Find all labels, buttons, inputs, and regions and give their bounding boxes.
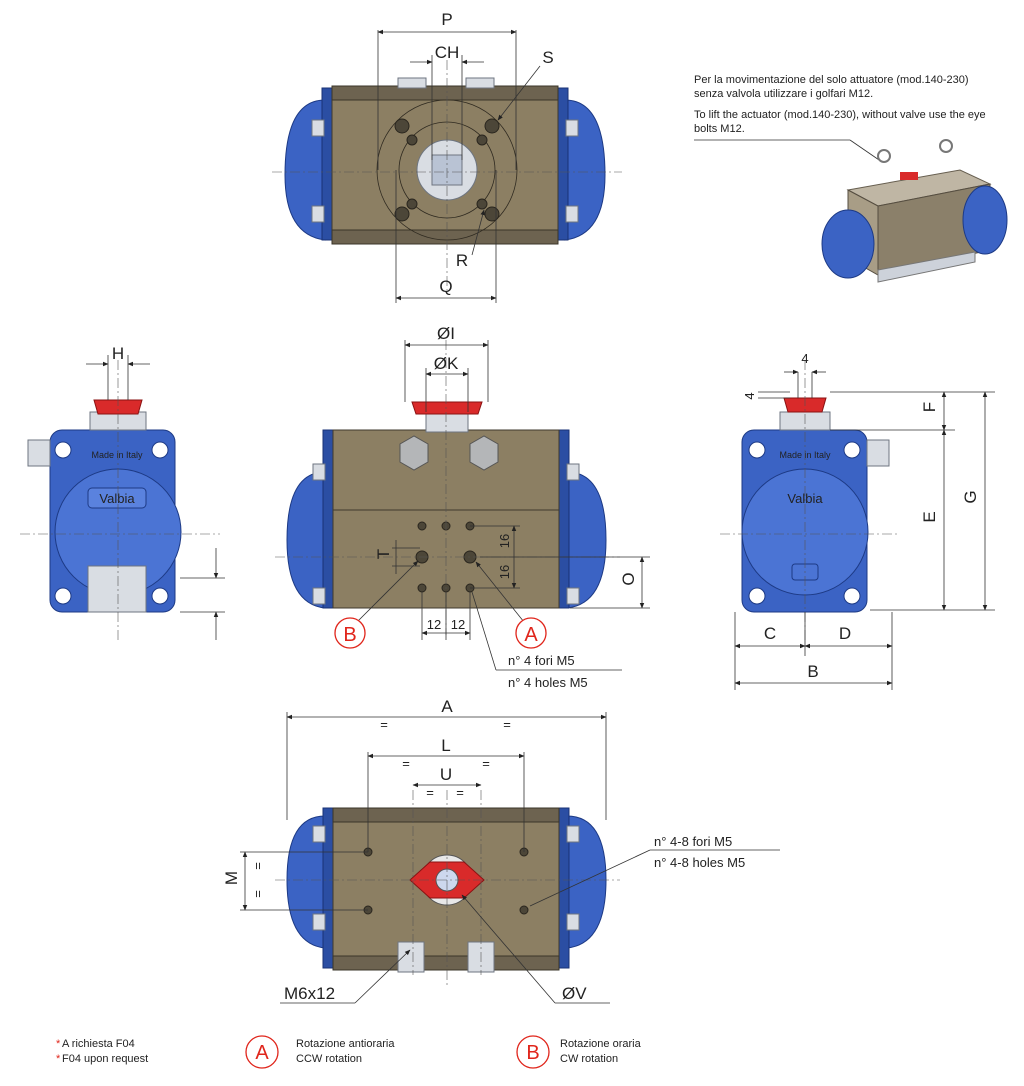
dim-4-top: 4 <box>801 351 808 366</box>
dim-b: B <box>807 662 818 681</box>
dim-m6x12: M6x12 <box>284 984 335 1003</box>
note-en-line-1: To lift the actuator (mod.140-230), with… <box>694 109 986 121</box>
bottom-view: A = = L = = U = = M = = n° 4-8 fori M5 n… <box>222 697 780 1004</box>
legend-a-it: Rotazione antioraria <box>296 1038 395 1050</box>
front-view: ØI ØK T 16 16 O 12 12 n° 4 fori M5 n° 4 … <box>275 324 650 690</box>
dim-i: ØI <box>437 324 455 343</box>
dim-p: P <box>441 10 452 29</box>
left-brand: Valbia <box>99 491 135 506</box>
top-view: P CH S R Q <box>272 10 622 303</box>
note-it-line-2: senza valvola utilizzare i golfari M12. <box>694 88 873 100</box>
dim-c: C <box>764 624 776 643</box>
actuator-3d-illustration <box>821 139 1008 283</box>
left-side-view: Valbia Made in Italy H <box>20 344 225 640</box>
note-it-line-1: Per la movimentazione del solo attuatore… <box>694 74 969 86</box>
eq-u-left: = <box>426 785 434 800</box>
dim-r: R <box>456 251 468 270</box>
dim-o: O <box>619 572 638 585</box>
dim-f: F <box>920 402 939 412</box>
legend-a-en: CCW rotation <box>296 1053 362 1065</box>
dim-h: H <box>112 344 124 363</box>
lifting-note: Per la movimentazione del solo attuatore… <box>694 74 986 163</box>
right-side-view: Valbia Made in Italy 4 4 F E G <box>720 351 995 690</box>
eq-m-upper: = <box>250 862 265 870</box>
dim-12-left: 12 <box>427 617 441 632</box>
eq-l-left: = <box>402 756 410 771</box>
dim-4-side: 4 <box>742 392 757 399</box>
dim-v: ØV <box>562 984 587 1003</box>
legend-b-en: CW rotation <box>560 1053 618 1065</box>
tag-b: B <box>343 624 356 646</box>
legend-tag-a: A <box>255 1042 269 1064</box>
dim-16-lower: 16 <box>497 565 512 579</box>
left-made-in-italy: Made in Italy <box>91 450 143 460</box>
legend: * A richiesta F04 * F04 upon request A R… <box>56 1035 642 1069</box>
dim-l: L <box>441 736 450 755</box>
dim-d: D <box>839 624 851 643</box>
eq-u-right: = <box>456 785 464 800</box>
legend-tag-b: B <box>526 1042 539 1064</box>
note-en-line-2: bolts M12. <box>694 123 745 135</box>
dim-t: T <box>374 549 393 559</box>
legend-f04-en: F04 upon request <box>62 1053 148 1065</box>
dim-12-right: 12 <box>451 617 465 632</box>
eq-a-left: = <box>380 717 388 732</box>
dim-e: E <box>920 511 939 522</box>
dim-u: U <box>440 765 452 784</box>
dim-ch: CH <box>435 43 460 62</box>
holes-m5-en: n° 4 holes M5 <box>508 675 588 690</box>
eq-m-lower: = <box>250 890 265 898</box>
dim-a: A <box>441 697 453 716</box>
dim-q: Q <box>439 277 452 296</box>
dim-g: G <box>961 490 980 503</box>
eq-l-right: = <box>482 756 490 771</box>
legend-star-1: * <box>56 1038 61 1050</box>
legend-star-2: * <box>56 1053 61 1065</box>
legend-f04-it: A richiesta F04 <box>62 1038 135 1050</box>
holes-48-it: n° 4-8 fori M5 <box>654 834 732 849</box>
dim-16-upper: 16 <box>497 534 512 548</box>
dim-m: M <box>222 871 241 885</box>
holes-m5-it: n° 4 fori M5 <box>508 653 575 668</box>
holes-48-en: n° 4-8 holes M5 <box>654 855 745 870</box>
dim-k: ØK <box>434 354 459 373</box>
eq-a-right: = <box>503 717 511 732</box>
dim-s: S <box>542 48 553 67</box>
tag-a: A <box>524 624 538 646</box>
right-brand: Valbia <box>787 491 823 506</box>
legend-b-it: Rotazione oraria <box>560 1038 642 1050</box>
